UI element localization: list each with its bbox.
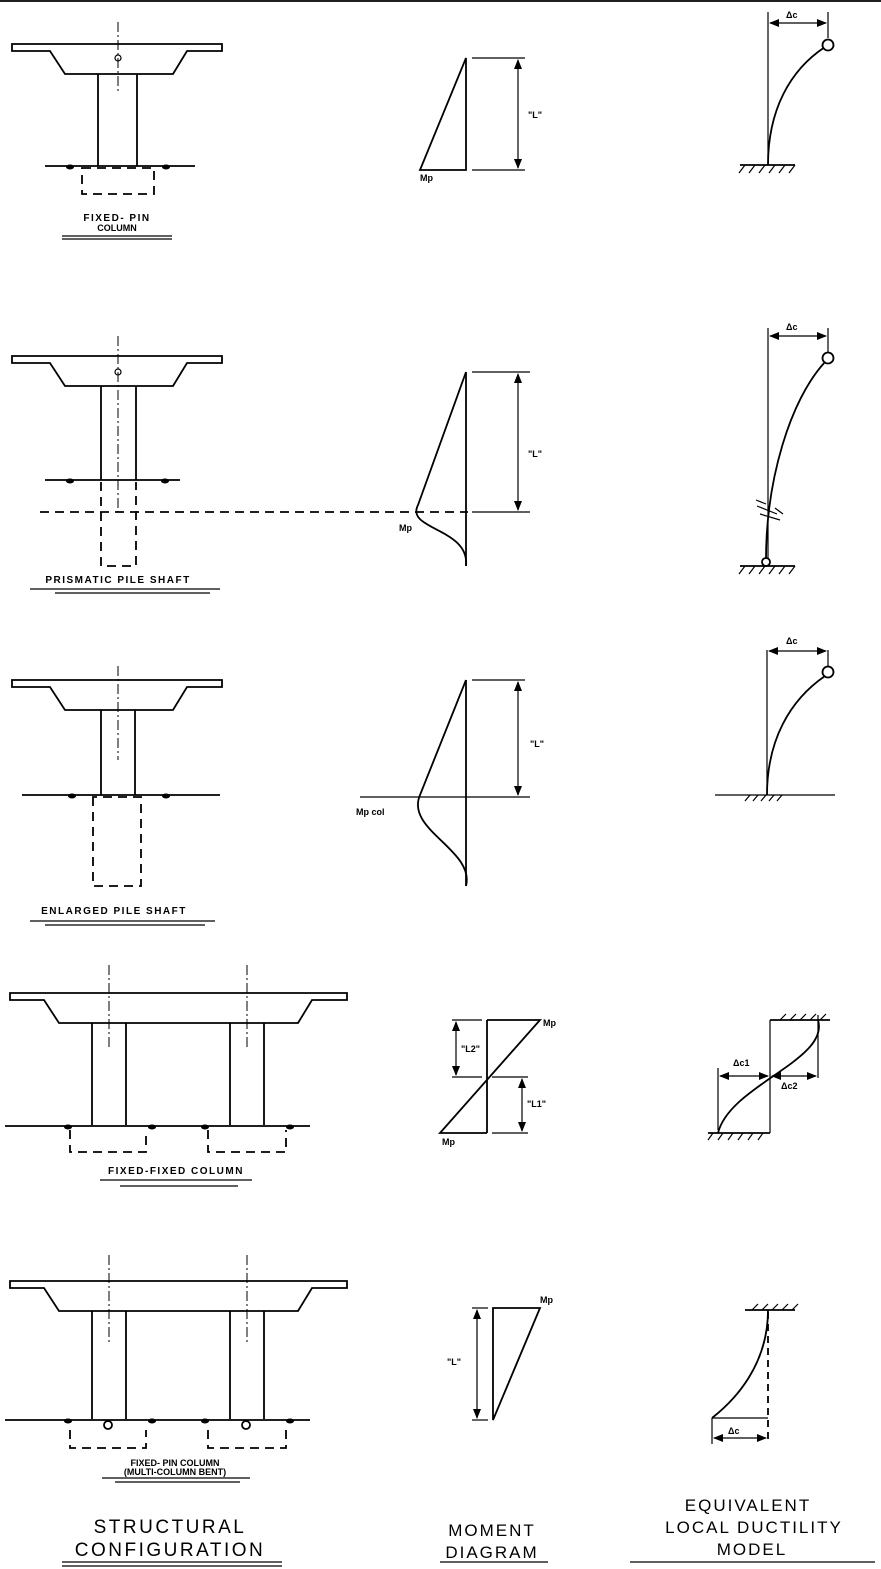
delta-label: Δc — [786, 636, 797, 646]
mp-bottom-label: Mp — [442, 1137, 455, 1147]
ground-mark — [286, 1124, 294, 1130]
config-label: PRISMATIC PILE SHAFT — [45, 575, 190, 586]
spring-hatch — [755, 499, 784, 521]
support-hatch — [751, 1303, 799, 1311]
config-label: ENLARGED PILE SHAFT — [41, 906, 187, 917]
deflected-shape — [766, 675, 826, 796]
bridge-deck-section — [9, 1280, 348, 1312]
config-label-2: COLUMN — [97, 223, 137, 233]
delta-2-label: Δc2 — [781, 1081, 797, 1091]
deflected-shape — [765, 361, 826, 561]
pin-symbol — [114, 368, 122, 376]
footing-dashed — [207, 1430, 287, 1449]
support-hatch — [744, 794, 783, 802]
row-5-moment-diagram: "L" Mp — [447, 1295, 553, 1421]
delta-label: Δc — [786, 10, 797, 20]
ground-mark — [201, 1124, 209, 1130]
footer-column-headings: STRUCTURAL CONFIGURATION MOMENT DIAGRAM … — [62, 1496, 875, 1567]
row-5-ductility-model: Δc — [711, 1303, 799, 1444]
row-1-moment-diagram: "L" Mp — [418, 57, 542, 183]
ground-mark — [201, 1418, 209, 1424]
row-4-structural-configuration: FIXED-FIXED COLUMN — [5, 965, 348, 1187]
row-3-moment-diagram: "L" Mp col — [356, 679, 544, 887]
ground-mark — [148, 1418, 156, 1424]
length-l1-label: "L1" — [527, 1099, 546, 1109]
config-label: FIXED- PIN COLUMN — [131, 1458, 220, 1468]
pin-symbol — [114, 54, 122, 62]
bridge-deck-section — [11, 43, 223, 75]
ground-mark — [66, 478, 74, 484]
mp-label: Mp — [420, 173, 433, 183]
config-label: FIXED- PIN — [83, 213, 150, 224]
moment-triangle — [492, 1307, 542, 1421]
mp-label: Mp col — [356, 807, 385, 817]
pin-circle — [241, 1420, 251, 1430]
pin-circle — [821, 665, 835, 679]
delta-label: Δc — [728, 1426, 739, 1436]
row-4-ductility-model: Δc1 Δc2 — [707, 1013, 830, 1141]
row-1-structural-configuration: FIXED- PIN COLUMN — [11, 22, 223, 240]
bridge-deck-section — [11, 355, 223, 387]
config-label-2: (MULTI-COLUMN BENT) — [124, 1467, 226, 1477]
moment-curve — [415, 371, 467, 567]
pin-circle — [103, 1420, 113, 1430]
footing-dashed — [69, 1430, 147, 1449]
moment-antisymmetric-diagram — [438, 1019, 542, 1134]
length-label: "L" — [528, 449, 542, 459]
ground-mark — [162, 793, 170, 799]
length-label: "L" — [447, 1357, 461, 1367]
ground-mark — [68, 793, 76, 799]
pin-circle — [821, 351, 835, 365]
moment-curve — [417, 679, 468, 887]
base-pin-circle — [761, 557, 771, 567]
enlarged-shaft-dashed — [92, 796, 142, 887]
ground-mark — [64, 1124, 72, 1130]
ground-mark — [286, 1418, 294, 1424]
bridge-deck-section — [9, 992, 348, 1024]
support-hatch — [738, 565, 796, 575]
heading-model: MODEL — [717, 1540, 787, 1559]
row-2-moment-diagram: "L" Mp — [399, 371, 542, 567]
mp-top-label: Mp — [543, 1018, 556, 1028]
length-label: "L" — [528, 110, 542, 120]
moment-triangle — [418, 57, 467, 171]
mp-label: Mp — [399, 523, 412, 533]
heading-local-ductility: LOCAL DUCTILITY — [665, 1518, 843, 1537]
deflected-shape — [767, 46, 826, 166]
ground-mark — [66, 164, 74, 170]
heading-structural: STRUCTURAL — [94, 1517, 247, 1538]
row-4-moment-diagram: "L2" "L1" Mp Mp — [438, 1018, 556, 1147]
row-2-structural-configuration: PRISMATIC PILE SHAFT — [11, 336, 468, 594]
length-label: "L" — [530, 739, 544, 749]
pin-circle — [821, 38, 835, 52]
heading-diagram: DIAGRAM — [445, 1543, 538, 1562]
support-hatch — [779, 1013, 827, 1021]
row-2-ductility-model: Δc — [738, 322, 835, 575]
row-1-ductility-model: Δc — [738, 10, 835, 174]
support-hatch — [738, 164, 796, 174]
length-l2-label: "L2" — [461, 1044, 480, 1054]
footing-dashed — [207, 1130, 287, 1153]
delta-1-label: Δc1 — [733, 1058, 749, 1068]
deflected-shape — [711, 1309, 769, 1419]
ground-mark — [162, 164, 170, 170]
row-5-structural-configuration: FIXED- PIN COLUMN (MULTI-COLUMN BENT) — [5, 1255, 348, 1483]
delta-label: Δc — [786, 322, 797, 332]
config-label: FIXED-FIXED COLUMN — [108, 1166, 244, 1177]
heading-configuration: CONFIGURATION — [75, 1540, 265, 1561]
row-3-structural-configuration: ENLARGED PILE SHAFT — [11, 666, 223, 926]
ground-mark — [64, 1418, 72, 1424]
bridge-deck-section — [11, 679, 223, 711]
row-3-ductility-model: Δc — [715, 636, 835, 802]
ground-mark — [161, 478, 169, 484]
heading-equivalent: EQUIVALENT — [685, 1496, 811, 1515]
support-hatch — [707, 1132, 764, 1141]
heading-moment: MOMENT — [448, 1521, 536, 1540]
ground-mark — [148, 1124, 156, 1130]
footing-dashed — [69, 1130, 147, 1153]
mp-label: Mp — [540, 1295, 553, 1305]
footing-dashed — [81, 167, 155, 195]
